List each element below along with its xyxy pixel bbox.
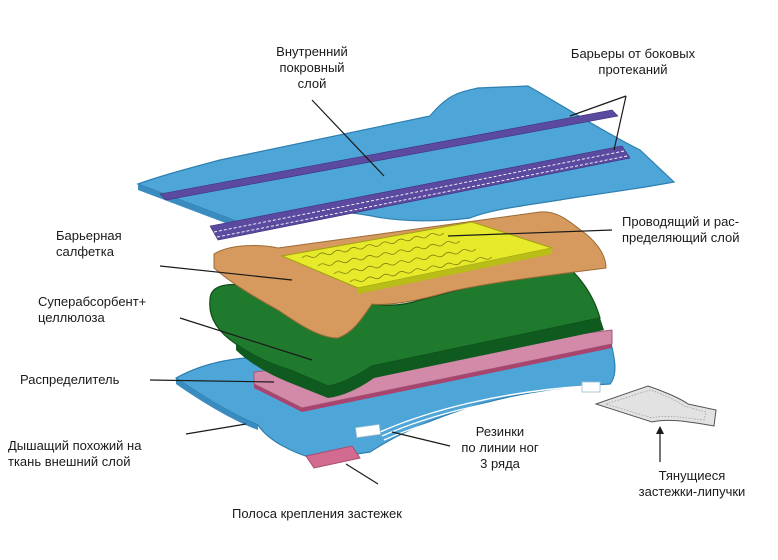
label-fastening-strip-text: Полоса крепления застежек (232, 506, 402, 521)
label-outer-layer-text: Дышащий похожий на ткань внешний слой (8, 438, 142, 469)
leader-superabsorbent (179, 317, 313, 361)
leader-side-barrier-2 (613, 95, 627, 151)
label-barrier-wipe: Барьерная салфетка (56, 228, 146, 260)
acquisition-layer (280, 221, 554, 294)
leader-distributor (149, 379, 275, 383)
label-inner-layer: Внутренний покровный слой (262, 44, 362, 92)
leader-leg-elastics (391, 431, 451, 447)
label-side-barriers-text: Барьеры от боковых протеканий (570, 46, 696, 77)
stretch-tabs (594, 385, 717, 427)
leader-lines (149, 95, 661, 485)
leader-inner-layer (311, 99, 385, 177)
label-superabsorbent-text: Суперабсорбент+ целлюлоза (38, 294, 147, 325)
label-fastening-strip: Полоса крепления застежек (232, 506, 452, 522)
label-conducting-layer: Проводящий и рас- пределяющий слой (622, 214, 770, 246)
leader-side-barrier-1 (569, 95, 627, 117)
leader-conducting-layer (447, 229, 613, 237)
label-stretch-tabs: Тянущиеся застежки-липучки (624, 468, 760, 500)
leg-elastics (354, 381, 601, 441)
label-conducting-layer-text: Проводящий и рас- пределяющий слой (622, 214, 740, 245)
leader-fastening-strip (345, 463, 379, 485)
fastening-strip (305, 445, 361, 469)
label-distributor: Распределитель (20, 372, 146, 388)
label-inner-layer-text: Внутренний покровный слой (276, 44, 348, 91)
label-stretch-tabs-text: Тянущиеся застежки-липучки (638, 468, 746, 499)
label-barrier-wipe-text: Барьерная салфетка (56, 228, 122, 259)
label-leg-elastics-text: Резинки по линии ног 3 ряда (461, 424, 539, 471)
label-outer-layer: Дышащий похожий на ткань внешний слой (8, 438, 178, 470)
leader-outer-layer (185, 423, 247, 435)
label-superabsorbent: Суперабсорбент+ целлюлоза (38, 294, 168, 326)
label-side-barriers: Барьеры от боковых протеканий (558, 46, 708, 78)
leader-barrier-wipe (159, 265, 293, 281)
inner-topsheet-layer (136, 85, 676, 241)
label-distributor-text: Распределитель (20, 372, 120, 387)
leader-arrow-tip (656, 426, 664, 434)
label-leg-elastics: Резинки по линии ног 3 ряда (450, 424, 550, 472)
